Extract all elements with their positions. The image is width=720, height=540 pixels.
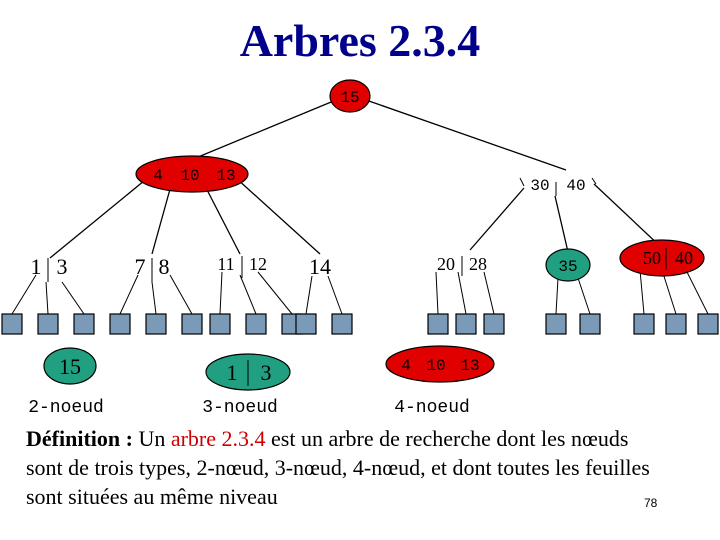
node-35: 35 [545, 248, 591, 282]
svg-text:40: 40 [675, 248, 693, 268]
leaf [37, 313, 59, 335]
svg-text:8: 8 [159, 254, 170, 279]
svg-text:4: 4 [153, 167, 163, 185]
svg-text:4: 4 [401, 357, 411, 375]
page-title: Arbres 2.3.4 [239, 15, 481, 66]
node-14: 14 [309, 254, 331, 279]
svg-text:12: 12 [249, 254, 267, 274]
edge-n2-e [469, 187, 525, 251]
svg-text:35: 35 [558, 258, 577, 276]
leaf [665, 313, 687, 335]
definition-text1: Un [138, 426, 171, 451]
node-30-40: 30 40 [519, 177, 597, 196]
leaf [209, 313, 231, 335]
node-1-3: 1 3 [31, 254, 68, 282]
edge-n1-c [202, 181, 241, 255]
node-20-28: 20 28 [437, 254, 487, 276]
example-3-node: 1 3 3-noeud [202, 353, 291, 418]
svg-text:10: 10 [180, 167, 199, 185]
root-node: 15 [329, 79, 371, 113]
definition-term: arbre 2.3.4 [170, 426, 266, 451]
leaf [633, 313, 655, 335]
node-11-12: 11 12 [217, 254, 267, 278]
example-4-node: 4 10 13 4-noeud [385, 345, 495, 418]
definition-text2: est un arbre de recherche dont les nœuds… [26, 426, 650, 509]
leaf [483, 313, 505, 335]
leaf [295, 313, 317, 335]
edge-n1-d [235, 177, 321, 255]
edge-n2-f [554, 195, 569, 253]
definition-text: Définition : Un arbre 2.3.4 est un arbre… [26, 424, 666, 511]
definition-prefix: Définition : [26, 426, 139, 451]
leaf [455, 313, 477, 335]
leaf [697, 313, 719, 335]
leaf [145, 313, 167, 335]
root-key: 15 [340, 89, 359, 107]
edge-n1-b [151, 181, 173, 255]
edge-root-n2 [365, 99, 567, 171]
svg-text:30: 30 [530, 177, 549, 195]
svg-text:1: 1 [31, 254, 42, 279]
leaf [181, 313, 203, 335]
svg-text:28: 28 [469, 254, 487, 274]
edge-n2-g [593, 183, 663, 249]
leaf [427, 313, 449, 335]
svg-text:7: 7 [135, 254, 146, 279]
leaf [245, 313, 267, 335]
leaf [545, 313, 567, 335]
page-number: 78 [644, 496, 658, 510]
label-3-noeud: 3-noeud [202, 398, 278, 418]
svg-text:11: 11 [217, 254, 234, 274]
svg-text:13: 13 [216, 167, 235, 185]
svg-text:3: 3 [57, 254, 68, 279]
svg-text:13: 13 [460, 357, 479, 375]
leaf-row [1, 313, 719, 335]
leaf [1, 313, 23, 335]
label-2-noeud: 2-noeud [28, 398, 104, 418]
node-4-10-13: 4 10 13 [135, 155, 249, 193]
edge-n1-a [49, 175, 151, 259]
node-50-40: 50 40 [619, 239, 705, 277]
svg-text:14: 14 [309, 254, 331, 279]
svg-text:20: 20 [437, 254, 455, 274]
leaf [579, 313, 601, 335]
svg-text:50: 50 [643, 248, 661, 268]
svg-text:40: 40 [566, 177, 585, 195]
svg-text:3: 3 [261, 360, 272, 385]
svg-text:1: 1 [227, 360, 238, 385]
leaf [331, 313, 353, 335]
svg-text:10: 10 [426, 357, 445, 375]
svg-text:15: 15 [59, 354, 81, 379]
leaf [73, 313, 95, 335]
leaf [109, 313, 131, 335]
example-2-node: 15 2-noeud [28, 347, 104, 418]
edge-root-n1 [185, 99, 337, 163]
node-7-8: 7 8 [135, 254, 170, 282]
label-4-noeud: 4-noeud [394, 398, 470, 418]
